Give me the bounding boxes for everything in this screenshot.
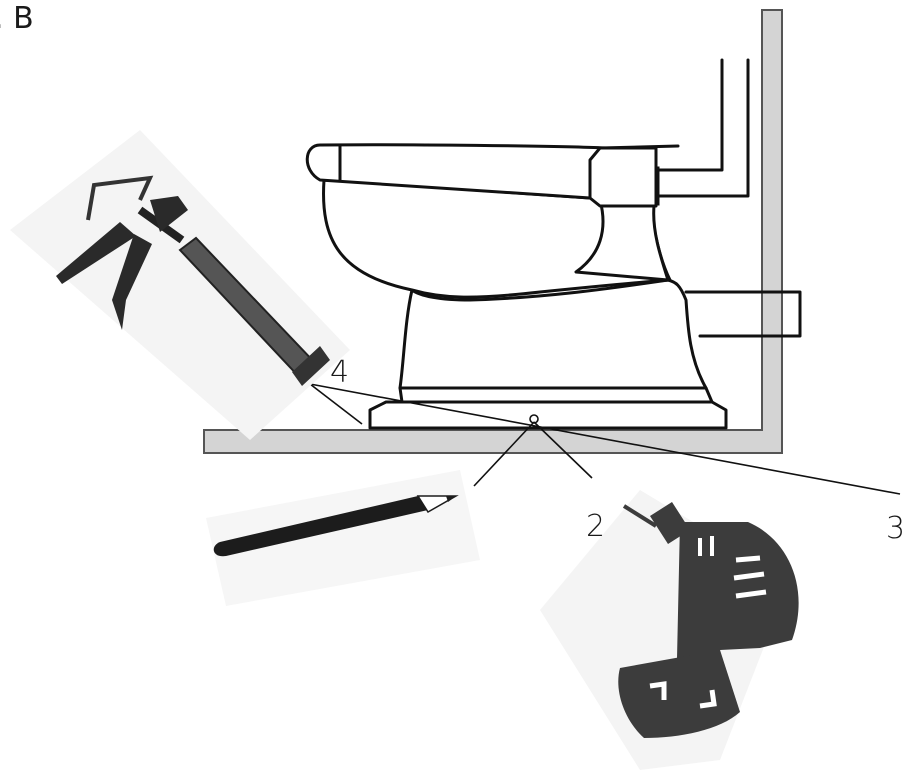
wall-and-floor <box>203 9 783 454</box>
diagram-title: . B <box>0 1 34 36</box>
callout-4: 4 <box>330 355 349 390</box>
leader-1 <box>473 421 535 487</box>
callout-3: 3 <box>886 511 905 546</box>
toilet <box>305 143 728 430</box>
drain-pipe <box>684 290 802 338</box>
leader-4a <box>309 383 363 425</box>
leader-3 <box>309 383 901 495</box>
pencil-icon <box>206 470 480 606</box>
leader-lines <box>309 383 901 495</box>
callout-2: 2 <box>586 509 605 544</box>
drill-icon <box>540 490 799 770</box>
caulk-gun-icon <box>10 130 350 440</box>
leader-2 <box>533 421 593 479</box>
